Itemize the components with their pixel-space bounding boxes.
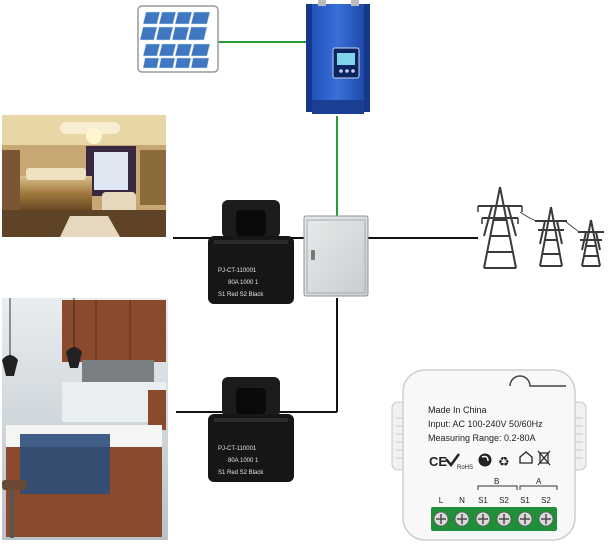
kitchen-photo <box>2 298 168 540</box>
check-mark-icon <box>445 453 461 468</box>
recycle-icon: ♻ <box>498 454 510 469</box>
terminal-label-a-s2: S2 <box>541 496 551 505</box>
solar-panel-icon <box>137 5 219 73</box>
ct-clamp-top: PJ-CT-110001 80A 1000 1 S1 Red S2 Black <box>208 200 294 304</box>
power-transmission-tower-icon <box>477 186 604 269</box>
terminal-block <box>431 507 557 531</box>
ct-top-model: PJ-CT-110001 <box>218 268 257 274</box>
ct-bottom-wiring: S1 Red S2 Black <box>218 470 264 476</box>
meter-range: Measuring Range: 0.2-80A <box>428 433 536 443</box>
energy-meter-module: Made In China Input: AC 100-240V 50/60Hz… <box>391 369 587 541</box>
ct-bottom-model: PJ-CT-110001 <box>218 446 257 452</box>
terminal-label-n: N <box>459 496 465 505</box>
group-b-label: B <box>494 477 499 486</box>
antenna-mark-icon <box>509 375 566 387</box>
ct-clamp-bottom: PJ-CT-110001 80A 1000 1 S1 Red S2 Black <box>208 377 294 482</box>
house-icon <box>519 451 533 464</box>
terminal-label-b-s2: S2 <box>499 496 509 505</box>
meter-origin: Made In China <box>428 405 487 415</box>
meter-input: Input: AC 100-240V 50/60Hz <box>428 419 543 429</box>
bedroom-photo <box>2 115 166 237</box>
ct-top-rating: 80A 1000 1 <box>228 280 259 286</box>
weee-bin-icon <box>537 450 551 466</box>
terminal-label-l: L <box>439 496 444 505</box>
ct-bottom-rating: 80A 1000 1 <box>228 458 259 464</box>
ce-mark-icon: CE <box>429 454 447 469</box>
recycle-arrow-icon <box>478 453 492 467</box>
ct-top-wiring: S1 Red S2 Black <box>218 292 264 298</box>
terminal-label-b-s1: S1 <box>478 496 488 505</box>
grid-tie-inverter-icon <box>306 0 370 114</box>
group-a-label: A <box>536 477 542 486</box>
terminal-label-a-s1: S1 <box>520 496 530 505</box>
distribution-box-icon <box>303 215 369 297</box>
rohs-icon: RoHS <box>457 465 473 471</box>
